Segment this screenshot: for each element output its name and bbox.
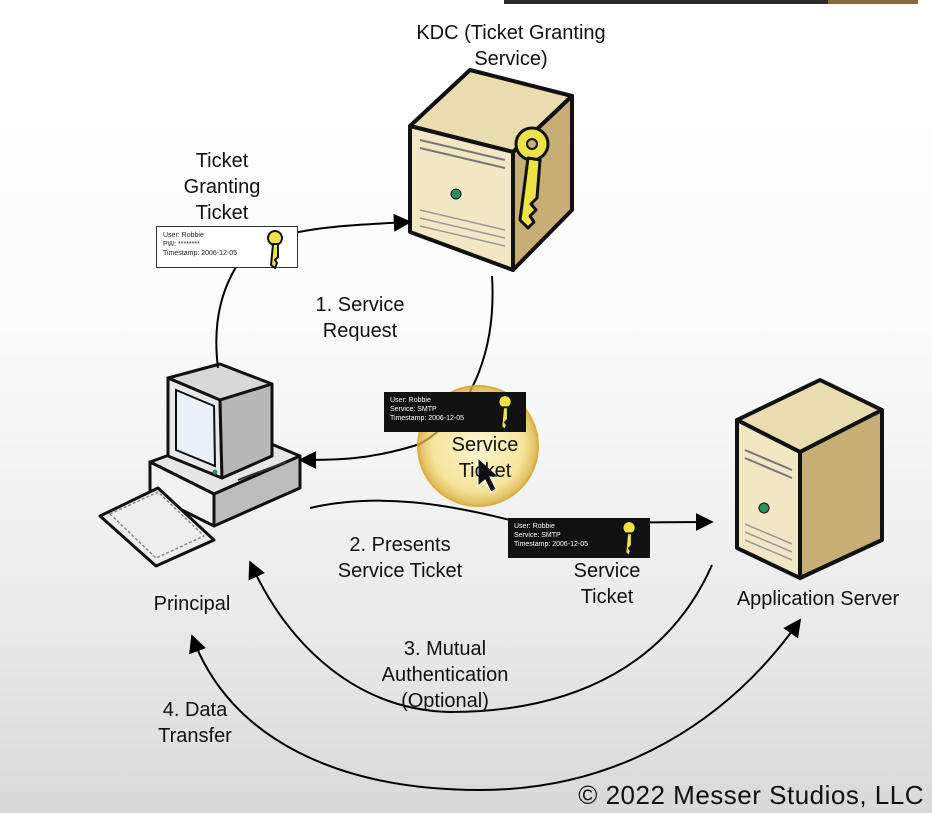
key-icon xyxy=(514,126,550,230)
service-ticket-mid-label: Service Ticket xyxy=(451,434,519,482)
st1-service-text: Service: SMTP xyxy=(390,406,437,413)
tgt-user-text: User: Robbie xyxy=(163,232,204,239)
st1-timestamp-text: Timestamp: 2006-12-05 xyxy=(390,415,465,422)
st2-service-text: Service: SMTP xyxy=(514,532,561,539)
top-edge-bar-accent xyxy=(828,0,918,4)
application-server-label: Application Server xyxy=(736,588,900,610)
tgt-pw-text: PW: ******** xyxy=(163,241,200,248)
st2-timestamp-text: Timestamp: 2006-12-05 xyxy=(514,541,589,548)
service-ticket-right-label: Service Ticket xyxy=(573,560,641,608)
principal-label: Principal xyxy=(153,593,231,615)
st2-user-text: User: Robbie xyxy=(514,523,555,530)
step1-label: 1. Service Request xyxy=(315,294,405,342)
kdc-server-icon xyxy=(408,68,574,272)
tgt-ticket-card: User: Robbie PW: ******** Timestamp: 200… xyxy=(156,226,298,269)
data-transfer-arrow xyxy=(189,618,802,792)
step3-label: 3. Mutual Authentication (Optional) xyxy=(381,638,509,712)
top-edge-bar xyxy=(504,0,918,4)
st1-user-text: User: Robbie xyxy=(390,397,431,404)
kdc-label: KDC (Ticket Granting Service) xyxy=(416,22,606,70)
step2-label: 2. Presents Service Ticket xyxy=(337,534,463,582)
principal-computer-icon xyxy=(98,362,302,568)
tgt-timestamp-text: Timestamp: 2006-12-05 xyxy=(163,250,238,257)
service-ticket-card-mid: User: Robbie Service: SMTP Timestamp: 20… xyxy=(384,392,526,432)
tgt-label: Ticket Granting Ticket xyxy=(183,150,261,224)
key-icon xyxy=(497,394,513,431)
application-server-icon xyxy=(735,378,884,580)
mouse-cursor-icon xyxy=(477,456,501,493)
copyright-footer: © 2022 Messer Studios, LLC xyxy=(578,780,924,810)
key-icon xyxy=(621,520,637,557)
step4-label: 4. Data Transfer xyxy=(158,699,232,747)
service-ticket-card-right: User: Robbie Service: SMTP Timestamp: 20… xyxy=(508,518,650,558)
key-icon xyxy=(267,230,283,269)
